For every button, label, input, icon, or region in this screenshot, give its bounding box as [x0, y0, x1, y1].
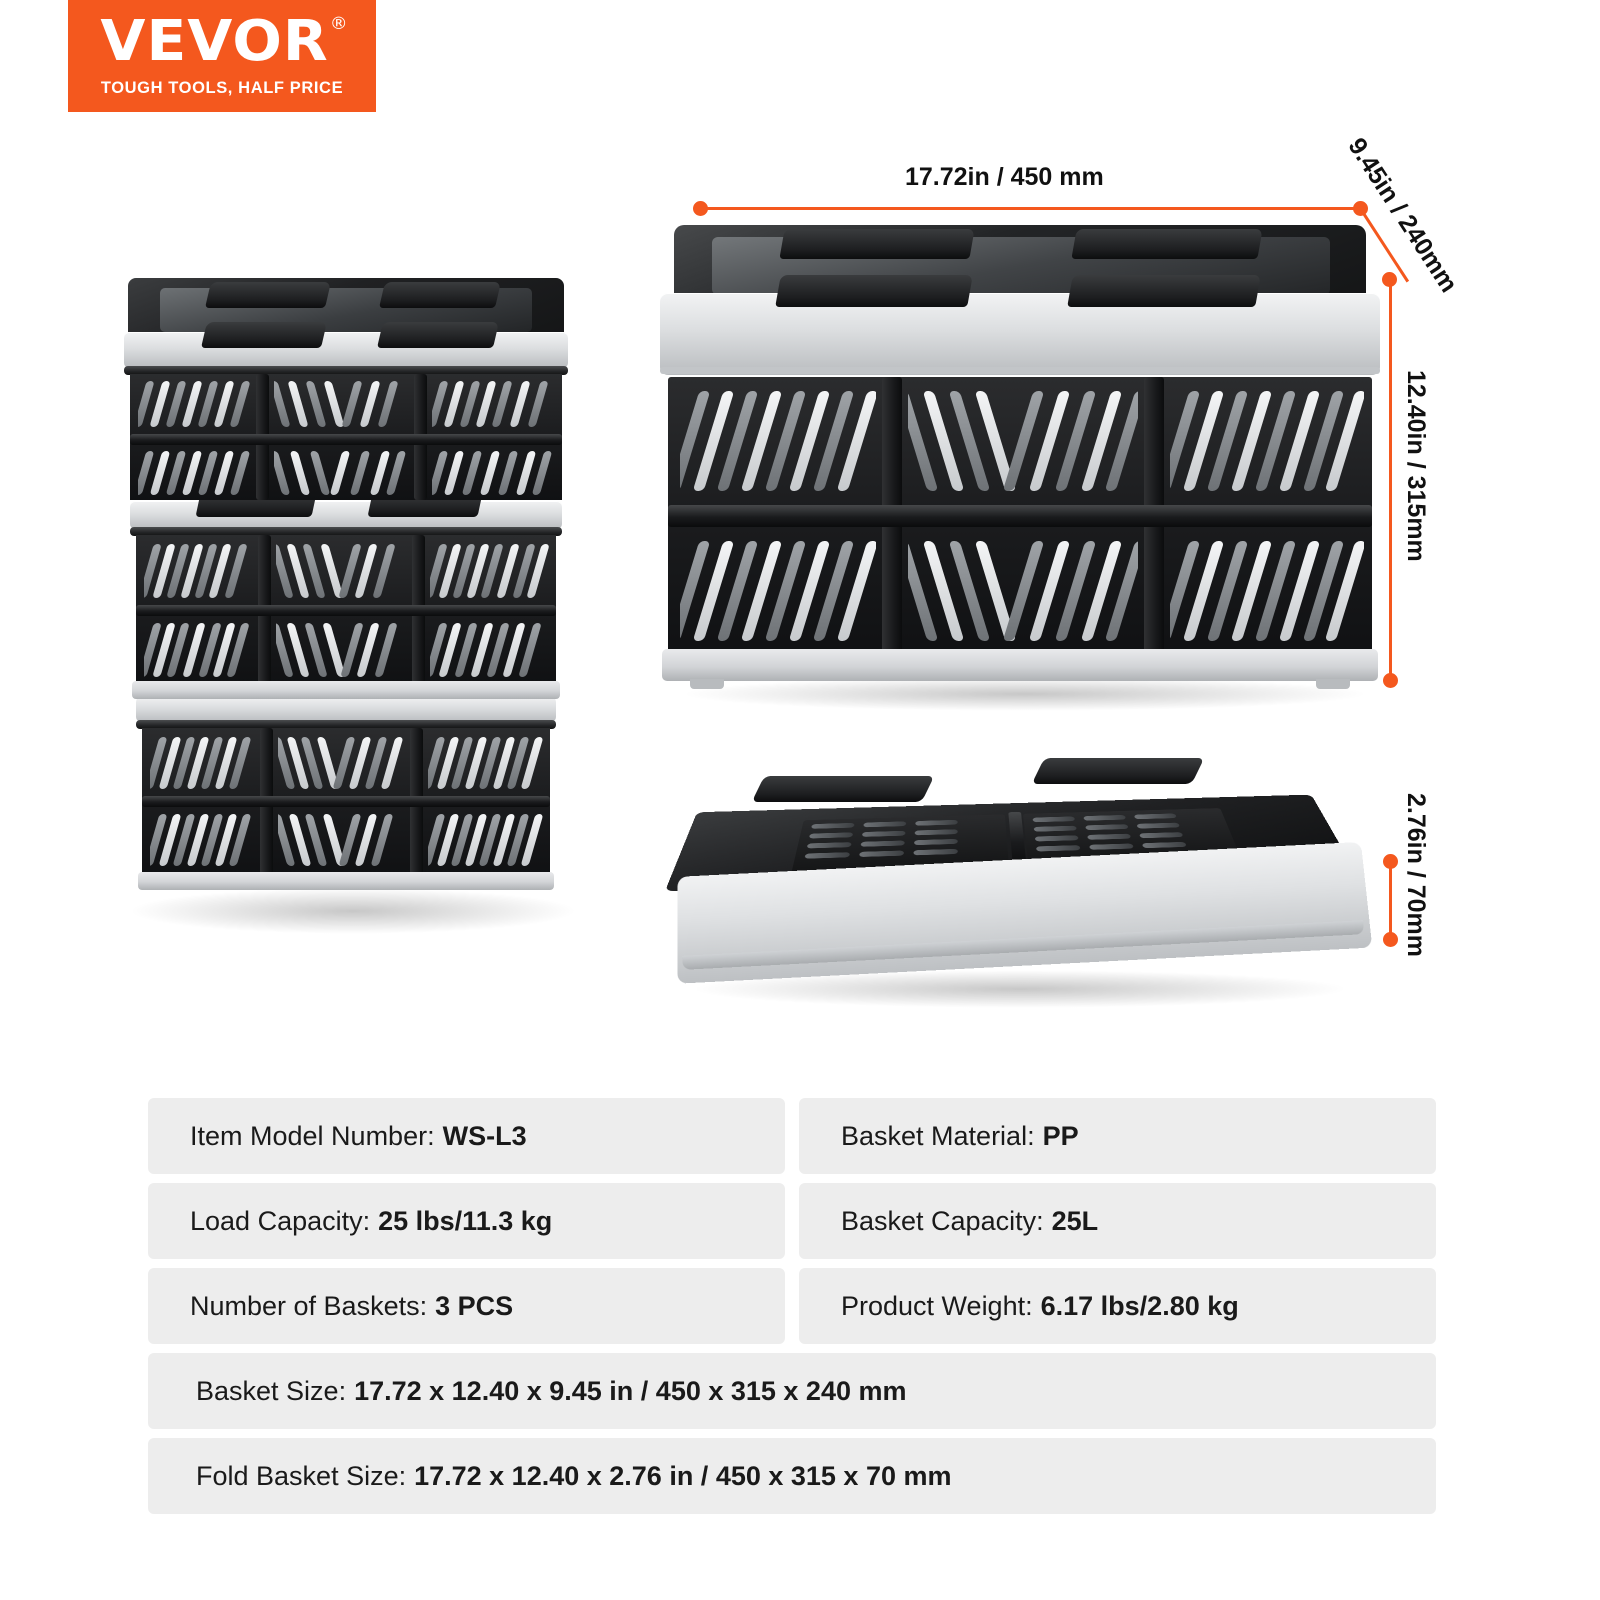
spec-fold-basket-size: Fold Basket Size: 17.72 x 12.40 x 2.76 i… [148, 1438, 1436, 1514]
spec-row: Item Model Number: WS-L3 Basket Material… [148, 1098, 1436, 1174]
spec-label: Load Capacity: [190, 1205, 371, 1236]
spec-value: PP [1042, 1120, 1079, 1151]
spec-basket-material: Basket Material: PP [799, 1098, 1436, 1174]
dimension-dot-width-start [693, 201, 708, 216]
spec-label: Fold Basket Size: [196, 1460, 407, 1491]
spec-value: 25L [1051, 1205, 1099, 1236]
spec-label: Number of Baskets: [190, 1290, 428, 1321]
dimension-dot-height-end [1383, 673, 1398, 688]
spec-label: Basket Size: [196, 1375, 347, 1406]
stacked-crate-top [124, 278, 568, 508]
spec-number-of-baskets: Number of Baskets: 3 PCS [148, 1268, 785, 1344]
spec-row: Load Capacity: 25 lbs/11.3 kg Basket Cap… [148, 1183, 1436, 1259]
open-crate-shadow [680, 677, 1370, 711]
spec-value: 6.17 lbs/2.80 kg [1040, 1290, 1239, 1321]
product-hero: 17.72in / 450 mm 9.45in / 240mm 12.40in … [118, 133, 1463, 1008]
spec-basket-capacity: Basket Capacity: 25L [799, 1183, 1436, 1259]
spec-load-capacity: Load Capacity: 25 lbs/11.3 kg [148, 1183, 785, 1259]
spec-label: Basket Material: [841, 1120, 1035, 1151]
stacked-crate-middle [130, 493, 562, 701]
crate-handle [200, 322, 328, 348]
dimension-label-height: 12.40in / 315mm [1402, 370, 1430, 562]
crate-handle [204, 282, 332, 308]
brand-wordmark: VEVOR ® [100, 14, 347, 70]
spec-value: 17.72 x 12.40 x 9.45 in / 450 x 315 x 24… [354, 1375, 907, 1406]
spec-value: 3 PCS [435, 1290, 514, 1321]
dimension-dot-fold-end [1383, 932, 1398, 947]
spec-table: Item Model Number: WS-L3 Basket Material… [148, 1098, 1436, 1523]
spec-label: Item Model Number: [190, 1120, 435, 1151]
brand-wordmark-text: VEVOR [100, 9, 329, 74]
stacked-crate-bottom [136, 696, 556, 892]
spec-row: Number of Baskets: 3 PCS Product Weight:… [148, 1268, 1436, 1344]
open-crate-view [660, 225, 1380, 711]
crate-handle [376, 322, 500, 348]
crate-handle [1067, 275, 1261, 307]
crate-handle [1071, 229, 1263, 259]
spec-value: 25 lbs/11.3 kg [378, 1205, 553, 1236]
crate-handle [378, 282, 502, 308]
spec-item-model-number: Item Model Number: WS-L3 [148, 1098, 785, 1174]
folded-crate-view [660, 740, 1400, 1008]
dimension-line-width [700, 207, 1360, 210]
brand-tagline: TOUGH TOOLS, HALF PRICE [100, 79, 344, 97]
open-crate-base [662, 649, 1378, 681]
brand-logo: VEVOR ® TOUGH TOOLS, HALF PRICE [68, 0, 376, 112]
crate-handle [1031, 758, 1205, 784]
open-crate-body [668, 377, 1372, 655]
dimension-label-width: 17.72in / 450 mm [905, 163, 1104, 191]
crate-handle [775, 275, 973, 307]
open-crate-upper-band [660, 293, 1380, 375]
stacked-crates-view [118, 258, 588, 934]
registered-trademark-icon: ® [329, 14, 348, 34]
spec-basket-size: Basket Size: 17.72 x 12.40 x 9.45 in / 4… [148, 1353, 1436, 1429]
dimension-dot-depth-end [1382, 272, 1397, 287]
crate-hinge [668, 505, 1372, 527]
spec-value: WS-L3 [442, 1120, 527, 1151]
crate-handle [779, 229, 975, 259]
dimension-line-height [1389, 280, 1392, 680]
crate-handle [751, 776, 935, 802]
spec-label: Basket Capacity: [841, 1205, 1044, 1236]
stack-shadow [128, 888, 578, 934]
spec-value: 17.72 x 12.40 x 2.76 in / 450 x 315 x 70… [414, 1460, 952, 1491]
dimension-line-fold [1389, 861, 1392, 939]
spec-label: Product Weight: [841, 1290, 1033, 1321]
spec-product-weight: Product Weight: 6.17 lbs/2.80 kg [799, 1268, 1436, 1344]
dimension-label-fold-height: 2.76in / 70mm [1402, 793, 1430, 957]
